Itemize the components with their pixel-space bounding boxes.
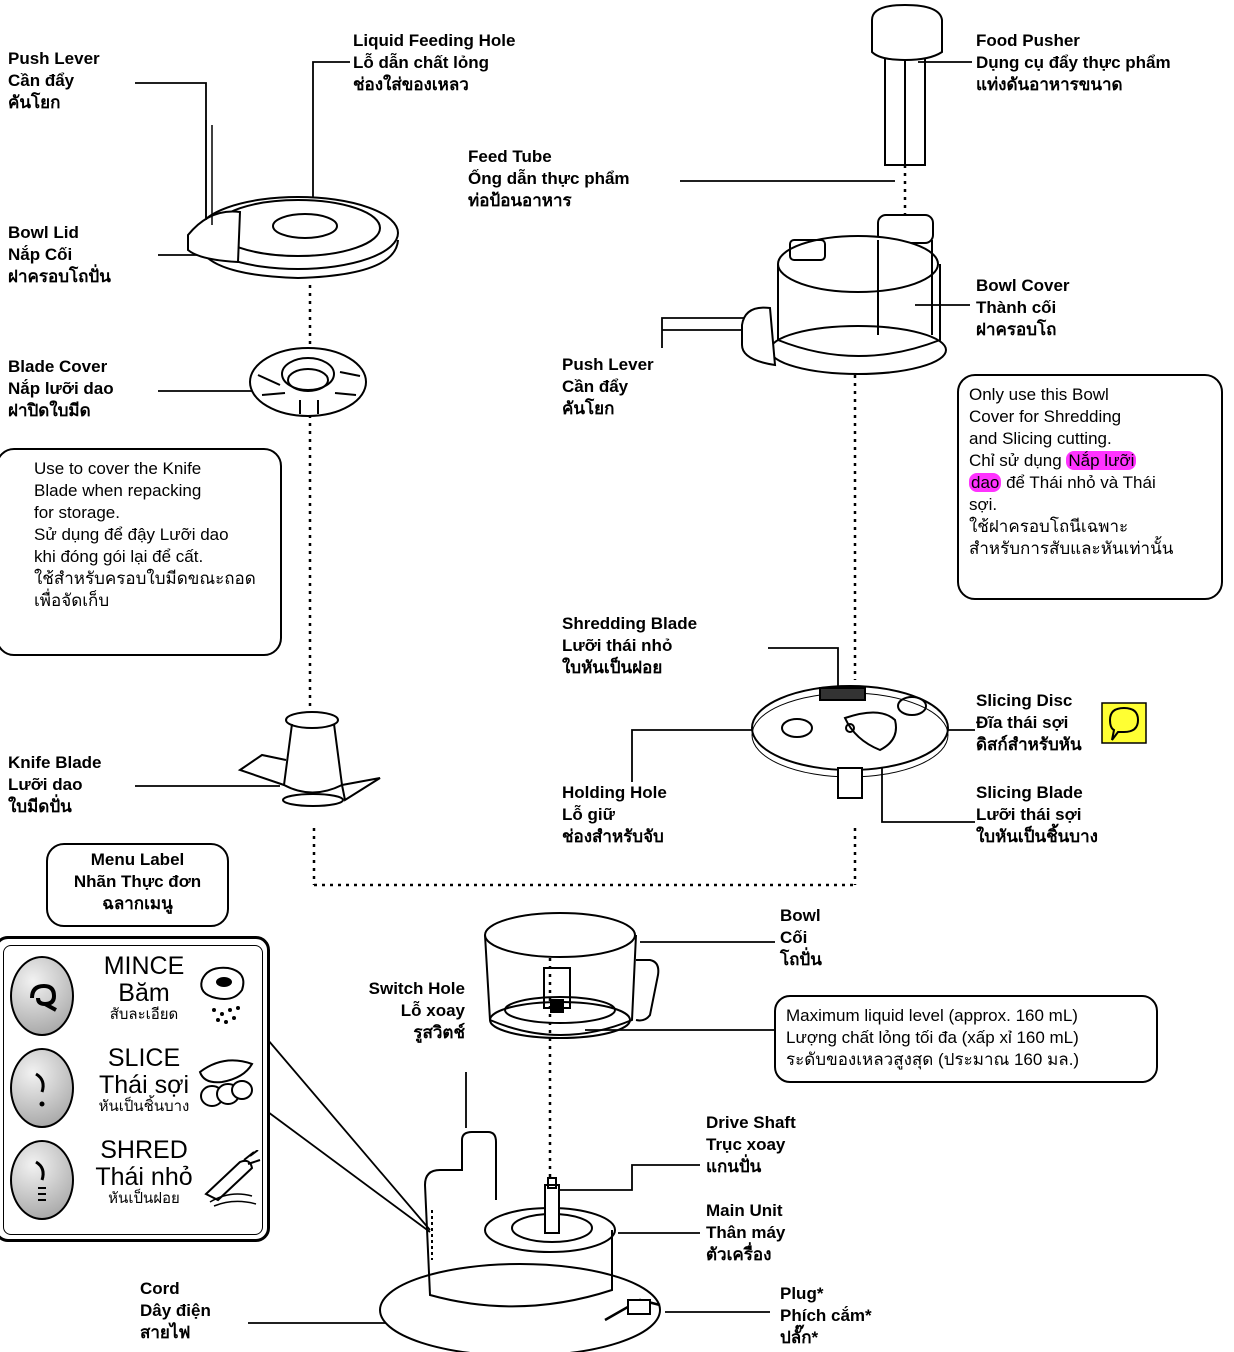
bowl-lid-part — [188, 120, 398, 278]
comment-icon — [1102, 703, 1146, 743]
menu-label-panel: MINCE Băm สับละเอียด SLICE Thái sợi หันเ… — [0, 936, 270, 1242]
blade-cover-note: Use to cover the Knife Blade when repack… — [0, 448, 282, 656]
menu-slice-vi: Thái sợi — [74, 1072, 214, 1098]
menu-mince-en: MINCE — [74, 952, 214, 980]
meat-icon — [194, 962, 252, 1028]
shred-dial-icon — [10, 1140, 74, 1220]
menu-label-box: Menu Label Nhãn Thực đơn ฉลากเมนู — [46, 843, 229, 927]
highlight-text: Nắp lưỡi — [1066, 451, 1136, 470]
menu-slice-th: หันเป็นชิ้นบาง — [74, 1098, 214, 1116]
knife-blade-part — [240, 712, 380, 806]
main-unit-part — [380, 1132, 660, 1352]
carrot-icon — [200, 1150, 262, 1210]
label-plug: Plug*Phích cắm*ปลั๊ก* — [780, 1283, 872, 1349]
slicing-disc-part — [752, 686, 948, 798]
bowl-cover-part — [742, 215, 946, 374]
menu-slice-en: SLICE — [74, 1044, 214, 1072]
highlight-text: dao — [969, 473, 1001, 492]
liquid-level-note: Maximum liquid level (approx. 160 mL) Lư… — [774, 995, 1158, 1083]
cucumber-icon — [194, 1054, 258, 1114]
menu-mince-th: สับละเอียด — [74, 1006, 214, 1024]
blade-cover-part — [250, 348, 366, 416]
menu-shred-vi: Thái nhỏ — [74, 1164, 214, 1190]
menu-mince-vi: Băm — [74, 980, 214, 1006]
food-pusher-part — [872, 5, 942, 165]
bowl-cover-note: Only use this Bowl Cover for Shredding a… — [957, 374, 1223, 600]
menu-shred-th: หันเป็นฝอย — [74, 1190, 214, 1208]
bowl-part — [485, 913, 658, 1038]
menu-item-shred: SHRED Thái nhỏ หันเป็นฝอย — [4, 1136, 264, 1248]
mince-dial-icon — [10, 956, 74, 1036]
slice-dial-icon — [10, 1048, 74, 1128]
menu-shred-en: SHRED — [74, 1136, 214, 1164]
